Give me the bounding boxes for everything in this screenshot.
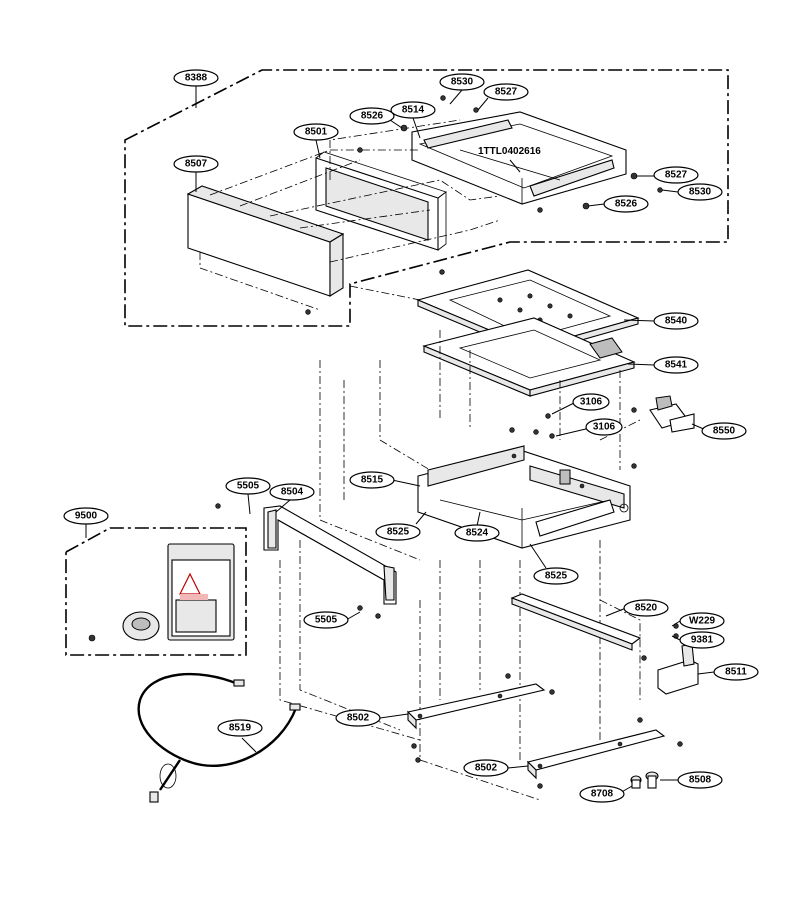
callout-8502-right: 8502 bbox=[463, 759, 509, 777]
callout-8525-right: 8525 bbox=[533, 567, 579, 585]
callout-8550: 8550 bbox=[701, 422, 747, 440]
bottom-bracket-right bbox=[526, 729, 666, 780]
callout-8526-top: 8526 bbox=[349, 107, 395, 125]
callout-3106-top-text: 3106 bbox=[580, 397, 603, 408]
callout-5505-bottom: 5505 bbox=[303, 611, 349, 629]
callout-8526-right-text: 8526 bbox=[615, 199, 638, 210]
callout-9500: 9500 bbox=[63, 507, 109, 525]
callout-5505-top-text: 5505 bbox=[237, 481, 260, 492]
callout-8502-left: 8502 bbox=[335, 709, 381, 727]
callout-8520: 8520 bbox=[623, 599, 669, 617]
callout-8530-top-text: 8530 bbox=[451, 77, 474, 88]
front-rail bbox=[263, 505, 397, 605]
callout-8525-right-text: 8525 bbox=[545, 571, 568, 582]
callout-8540: 8540 bbox=[653, 312, 699, 330]
callout-8519-text: 8519 bbox=[229, 723, 252, 734]
callout-8524: 8524 bbox=[454, 524, 500, 542]
callout-8526-top-text: 8526 bbox=[361, 111, 384, 122]
callout-8504: 8504 bbox=[269, 483, 315, 501]
drawer-frame bbox=[315, 151, 447, 251]
door-switch bbox=[649, 395, 695, 433]
callout-5505-bottom-text: 5505 bbox=[315, 615, 338, 626]
callout-8504-text: 8504 bbox=[281, 487, 304, 498]
hinge-bracket bbox=[657, 643, 699, 695]
callout-8388-text: 8388 bbox=[185, 73, 208, 84]
callout-8501: 8501 bbox=[293, 123, 339, 141]
callout-8524-text: 8524 bbox=[466, 528, 489, 539]
callout-8520-text: 8520 bbox=[635, 603, 658, 614]
callout-8541: 8541 bbox=[653, 356, 699, 374]
callout-8708: 8708 bbox=[579, 785, 625, 803]
leveling-foot bbox=[645, 771, 659, 789]
drawer-housing bbox=[417, 445, 631, 549]
callout-8507: 8507 bbox=[173, 155, 219, 173]
foot-cap bbox=[630, 775, 642, 789]
callout-W229-text: W229 bbox=[689, 616, 716, 627]
callout-5505-top: 5505 bbox=[225, 477, 271, 495]
screws bbox=[88, 95, 683, 789]
callout-9381: 9381 bbox=[679, 631, 725, 649]
callout-8388: 8388 bbox=[173, 69, 219, 87]
drawer-front-panel bbox=[186, 185, 345, 311]
callout-8502-left-text: 8502 bbox=[347, 713, 370, 724]
leader-lines bbox=[85, 86, 715, 794]
callout-8527-top-text: 8527 bbox=[495, 87, 518, 98]
callout-8515-text: 8515 bbox=[361, 475, 384, 486]
upper-projection-lines bbox=[209, 119, 501, 263]
heat-shield-plate bbox=[422, 317, 636, 397]
callout-8530-right: 8530 bbox=[677, 183, 723, 201]
callout-8525-left: 8525 bbox=[375, 523, 421, 541]
callout-8502-right-text: 8502 bbox=[475, 763, 498, 774]
install-kit bbox=[122, 543, 235, 641]
callout-8527-right-text: 8527 bbox=[665, 170, 688, 181]
callout-8519: 8519 bbox=[217, 719, 263, 737]
callout-8511: 8511 bbox=[713, 663, 759, 681]
callout-3106-top: 3106 bbox=[572, 393, 610, 411]
callout-8530-right-text: 8530 bbox=[689, 187, 712, 198]
callout-8527-right: 8527 bbox=[653, 166, 699, 184]
callout-3106-bottom-text: 3106 bbox=[593, 422, 616, 433]
callout-8708-text: 8708 bbox=[591, 789, 614, 800]
callout-8501-text: 8501 bbox=[305, 127, 328, 138]
drawer-tray bbox=[411, 111, 627, 205]
callout-8526-right: 8526 bbox=[603, 195, 649, 213]
callout-9381-text: 9381 bbox=[691, 635, 714, 646]
callout-8525-left-text: 8525 bbox=[387, 527, 410, 538]
drawer-group-outline bbox=[124, 69, 729, 327]
callout-8511-text: 8511 bbox=[725, 667, 747, 678]
kit-group-outline bbox=[65, 527, 247, 656]
callout-8541-text: 8541 bbox=[665, 360, 688, 371]
callout-8515: 8515 bbox=[349, 471, 395, 489]
callout-8514: 8514 bbox=[390, 101, 436, 119]
bottom-bracket-left bbox=[406, 683, 546, 730]
callout-8540-text: 8540 bbox=[665, 316, 688, 327]
wire-harness bbox=[137, 672, 301, 803]
part-number-note: 1TTL0402616 bbox=[478, 146, 541, 157]
callout-3106-bottom: 3106 bbox=[585, 418, 623, 436]
callout-8530-top: 8530 bbox=[439, 73, 485, 91]
callout-8507-text: 8507 bbox=[185, 159, 208, 170]
callout-8550-text: 8550 bbox=[713, 426, 736, 437]
callout-8508-text: 8508 bbox=[689, 775, 712, 786]
callout-8514-text: 8514 bbox=[402, 105, 425, 116]
callout-8508: 8508 bbox=[677, 771, 723, 789]
mid-projection-lines bbox=[279, 285, 641, 801]
slide-rail bbox=[510, 593, 642, 651]
callout-W229: W229 bbox=[679, 612, 725, 630]
callout-8527-top: 8527 bbox=[483, 83, 529, 101]
callout-9500-text: 9500 bbox=[75, 511, 98, 522]
